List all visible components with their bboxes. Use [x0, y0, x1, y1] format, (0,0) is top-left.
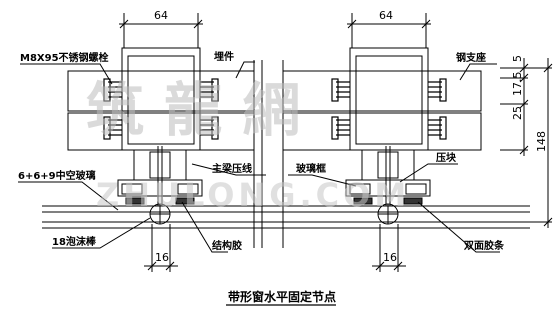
dimension-top-right: [347, 13, 431, 48]
dim-right-5: 5: [511, 55, 524, 62]
label-structural-glue: 结构胶: [212, 239, 242, 252]
label-hollow-glass: 6+6+9中空玻璃: [18, 169, 96, 182]
diagram-title: 带形窗水平固定节点: [228, 289, 336, 304]
label-glass-frame: 玻璃框: [296, 162, 326, 175]
dimension-top-left: [119, 13, 203, 48]
leader-lines: [18, 61, 500, 253]
label-main-beam-line: 主梁压线: [212, 162, 252, 175]
dim-left-bottom: 16: [155, 251, 169, 264]
dim-right-width: 64: [379, 9, 393, 22]
right-assembly: [282, 47, 482, 225]
dim-right-148: 148: [535, 131, 548, 152]
glass-panes: [42, 205, 530, 229]
label-press-plate: 压块: [436, 151, 457, 164]
watermark-latin: ZHULONG.COM: [96, 176, 410, 214]
dim-right-bottom: 16: [383, 251, 397, 264]
label-bolt: M8X95不锈钢螺栓: [20, 51, 109, 64]
label-embed: 埋件: [214, 50, 234, 63]
dim-left-width: 64: [154, 9, 168, 22]
dim-right-17-5: 17.5: [511, 72, 524, 97]
label-foam-rod: 18泡沫棒: [52, 235, 97, 248]
label-steel-support: 钢支座: [456, 51, 486, 64]
label-double-tape: 双面胶条: [464, 239, 505, 252]
dimension-bottom-right: [372, 224, 406, 272]
dimension-bottom-left: [144, 224, 178, 272]
dim-right-25: 25: [511, 106, 524, 120]
watermark-chinese: 筑 龍 網: [86, 76, 300, 144]
dimension-right-vertical: [440, 58, 553, 228]
left-assembly: [67, 47, 255, 225]
